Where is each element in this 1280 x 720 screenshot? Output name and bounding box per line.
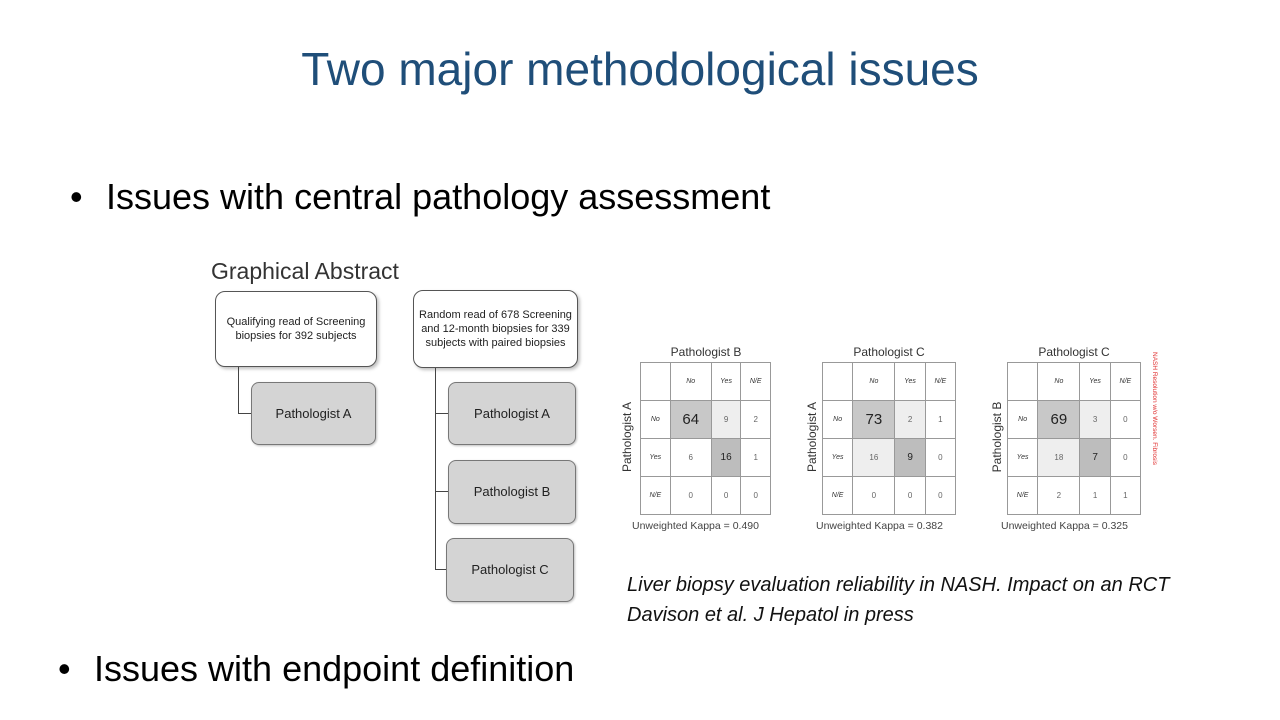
grid-cell: 1 (924, 400, 957, 439)
grid-cell: 0 (1109, 438, 1142, 477)
table-row-label: Pathologist B (990, 401, 1004, 473)
kappa-value: Unweighted Kappa = 0.325 (1001, 520, 1128, 532)
grid-cell: 9 (894, 438, 926, 477)
pathologist-a-box-left: Pathologist A (251, 382, 376, 445)
grid-corner (1006, 362, 1039, 401)
connector-line (435, 569, 449, 570)
table-row-label: Pathologist A (805, 401, 819, 473)
grid-cell: 1 (1109, 476, 1142, 515)
grid-cell: 0 (924, 438, 957, 477)
grid-row-header: N/E (821, 476, 854, 515)
graphical-abstract-title: Graphical Abstract (211, 258, 399, 284)
grid-header: Yes (710, 362, 742, 401)
grid-cell: 69 (1037, 400, 1081, 439)
grid-cell: 1 (1079, 476, 1111, 515)
grid-cell: 16 (852, 438, 896, 477)
grid-corner (640, 362, 671, 401)
qualifying-read-box: Qualifying read of Screening biopsies fo… (215, 291, 377, 367)
bullet-endpoint-definition: • Issues with endpoint definition (58, 648, 574, 690)
grid-cell: 2 (1037, 476, 1081, 515)
grid-cell: 0 (852, 476, 896, 515)
grid-cell: 1 (740, 438, 771, 477)
grid-header: Yes (894, 362, 926, 401)
bullet-central-pathology: • Issues with central pathology assessmen… (70, 176, 770, 218)
grid-cell: 0 (1109, 400, 1142, 439)
pathologist-a-box: Pathologist A (448, 382, 576, 445)
grid-cell: 18 (1037, 438, 1081, 477)
connector-line (238, 413, 252, 414)
grid-row-header: N/E (640, 476, 671, 515)
grid-row-header: Yes (1006, 438, 1039, 477)
grid-cell: 9 (710, 400, 742, 439)
table-row-label: Pathologist A (620, 401, 634, 473)
grid-row-header: N/E (1006, 476, 1039, 515)
grid-corner (821, 362, 854, 401)
grid-cell: 0 (924, 476, 957, 515)
grid-header: N/E (924, 362, 957, 401)
grid-row-header: No (1006, 400, 1039, 439)
grid-cell: 0 (710, 476, 742, 515)
connector-line (435, 368, 436, 570)
table-column-label: Pathologist B (670, 345, 742, 359)
grid-cell: 16 (710, 438, 742, 477)
bullet-dot: • (58, 648, 71, 689)
connector-line (435, 491, 449, 492)
grid-row-header: Yes (821, 438, 854, 477)
pathologist-b-box: Pathologist B (448, 460, 576, 524)
grid-header: No (669, 362, 712, 401)
kappa-value: Unweighted Kappa = 0.382 (816, 520, 943, 532)
side-note: NASH Resolution w/o Worsen. Fibrosis (1151, 352, 1158, 465)
table-column-label: Pathologist C (853, 345, 925, 359)
grid-cell: 0 (740, 476, 771, 515)
citation-line-1: Liver biopsy evaluation reliability in N… (627, 574, 1170, 596)
grid-cell: 7 (1079, 438, 1111, 477)
bullet-text: Issues with endpoint definition (94, 648, 575, 689)
random-read-box: Random read of 678 Screening and 12-mont… (413, 290, 578, 368)
connector-line (435, 413, 449, 414)
grid-cell: 0 (669, 476, 712, 515)
grid-cell: 3 (1079, 400, 1111, 439)
bullet-text: Issues with central pathology assessment (106, 176, 771, 217)
table-column-label: Pathologist C (1038, 345, 1110, 359)
citation-line-2: Davison et al. J Hepatol in press (627, 604, 914, 626)
connector-line (238, 367, 239, 414)
bullet-dot: • (70, 176, 83, 217)
grid-header: N/E (1109, 362, 1142, 401)
grid-header: No (852, 362, 896, 401)
slide-title: Two major methodological issues (301, 43, 979, 95)
grid-header: No (1037, 362, 1081, 401)
grid-cell: 0 (894, 476, 926, 515)
grid-cell: 6 (669, 438, 712, 477)
grid-cell: 73 (852, 400, 896, 439)
grid-row-header: Yes (640, 438, 671, 477)
grid-header: N/E (740, 362, 771, 401)
grid-cell: 64 (669, 400, 712, 439)
grid-header: Yes (1079, 362, 1111, 401)
grid-cell: 2 (740, 400, 771, 439)
grid-row-header: No (640, 400, 671, 439)
grid-cell: 2 (894, 400, 926, 439)
kappa-value: Unweighted Kappa = 0.490 (632, 520, 759, 532)
pathologist-c-box: Pathologist C (446, 538, 574, 602)
grid-row-header: No (821, 400, 854, 439)
